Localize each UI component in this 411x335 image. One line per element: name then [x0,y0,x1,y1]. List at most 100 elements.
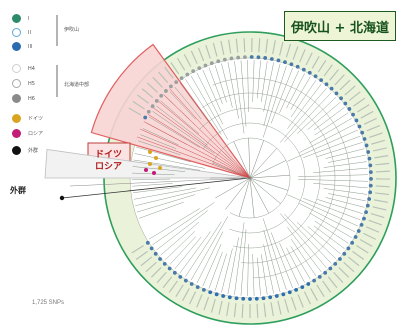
tip-marker [347,107,351,111]
germany-marker [148,150,152,154]
legend-item: ロシア [12,129,43,138]
tip-marker [268,295,272,299]
tip-label [242,304,243,318]
legend-item: H5 [12,79,35,88]
legend-group-label: 伊吹山 [64,26,79,33]
legend-label: I [28,16,29,22]
tip-marker [369,184,373,188]
tip-label [244,38,245,52]
tip-marker [235,296,239,300]
tip-marker [163,262,167,266]
legend-label: H4 [28,66,35,72]
legend-dot [12,129,21,138]
tip-marker [289,62,293,66]
tip-marker [346,247,350,251]
tip-marker [146,241,150,245]
tip-marker [314,74,318,78]
tip-marker [155,99,159,103]
tip-marker [294,288,298,292]
tip-marker [204,64,208,68]
germany-marker [148,162,152,166]
tip-marker [364,210,368,214]
tip-marker [368,190,372,194]
tip-marker [191,69,195,73]
tip-marker [143,116,147,120]
tip-marker [210,61,214,65]
tip-marker [319,78,323,82]
legend-label: ドイツ [28,115,43,122]
tip-marker [342,252,346,256]
tip-marker [312,279,316,283]
tip-marker [174,80,178,84]
germany-marker [154,156,158,160]
tip-label [376,171,390,172]
russia-marker [144,168,148,172]
germany-marker [158,166,162,170]
legend-item: H4 [12,64,35,73]
tip-marker [262,296,266,300]
tip-marker [164,89,168,93]
tip-marker [241,297,245,301]
tip-marker [369,170,373,174]
tip-marker [216,59,220,63]
legend-dot [12,146,21,155]
tip-marker [277,58,281,62]
outgroup-tip [60,196,64,200]
legend-label: III [28,44,32,50]
tip-marker [236,56,240,60]
tip-marker [296,65,300,69]
legend-item: 外群 [12,146,38,155]
russia-callout: ロシア [95,159,122,172]
tip-marker [270,57,274,61]
tip-marker [178,275,182,279]
title-box: 伊吹山 + 北海道 [284,11,396,41]
tip-marker [154,252,158,256]
tip-marker [350,241,354,245]
tip-marker [190,282,194,286]
legend-dot [12,14,21,23]
tip-marker [248,297,252,301]
tip-marker [169,85,173,89]
tip-marker [250,55,254,59]
tip-marker [358,125,362,129]
tip-marker [223,58,227,62]
legend-dot [12,114,21,123]
legend-item: II [12,28,31,37]
tip-marker [215,292,219,296]
legend-dot [12,94,21,103]
tip-marker [339,96,343,100]
tip-marker [263,56,267,60]
legend-item: I [12,14,29,23]
tip-marker [360,223,364,227]
legend-label: H6 [28,96,35,102]
russia-marker [152,171,156,175]
tip-marker [180,76,184,80]
tip-marker [147,110,151,114]
legend-item: H6 [12,94,35,103]
tip-marker [275,294,279,298]
legend-group-label: 北海道中部 [64,81,89,88]
tip-marker [196,285,200,289]
tip-marker [367,197,371,201]
tip-marker [335,91,339,95]
legend-item: III [12,42,32,51]
tip-marker [365,144,369,148]
legend-label: 外群 [28,147,38,154]
tip-marker [302,68,306,72]
tip-marker [228,295,232,299]
tip-marker [150,247,154,251]
scale-bar-label: 1,725 SNPs [32,300,64,306]
tip-marker [255,297,259,301]
tip-marker [328,267,332,271]
tip-marker [281,292,285,296]
tip-marker [288,290,292,294]
legend-item: ドイツ [12,114,43,123]
tip-marker [330,87,334,91]
tip-label [257,304,258,318]
tip-marker [325,82,329,86]
tip-marker [357,229,361,233]
tip-marker [185,73,189,77]
tip-marker [184,279,188,283]
